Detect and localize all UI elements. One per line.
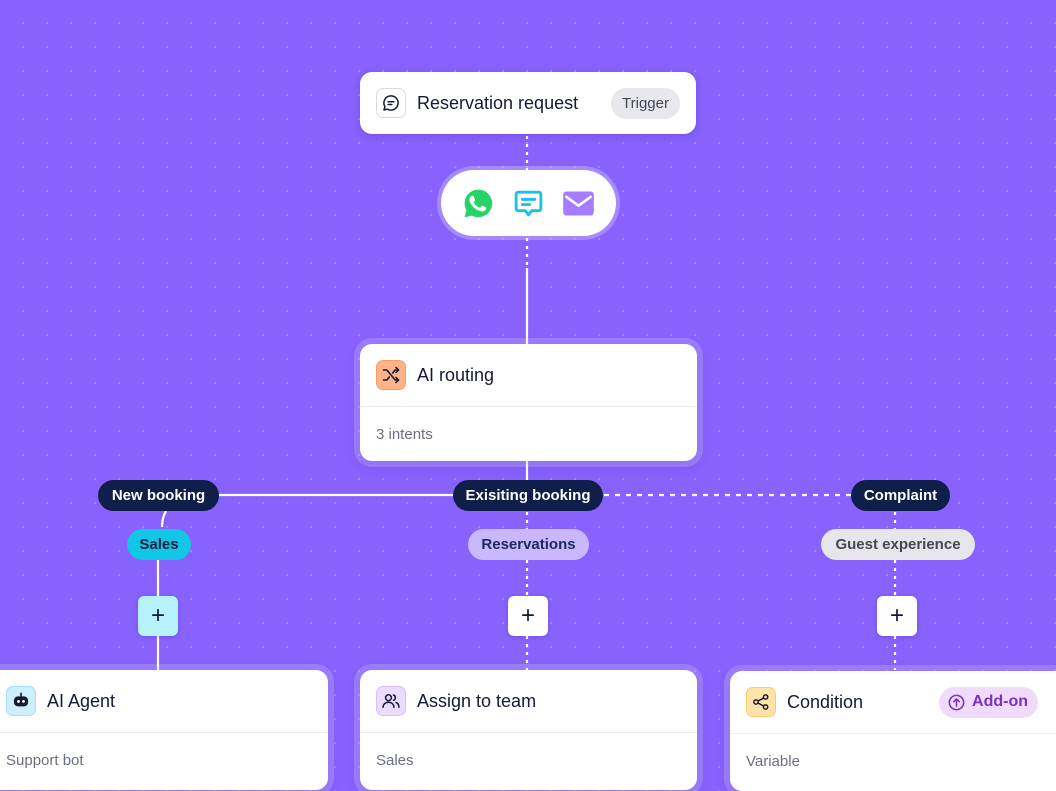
ai-agent-title: AI Agent [47, 690, 116, 711]
ai-agent-card[interactable]: AI Agent Support bot [0, 670, 328, 790]
branch-icon [746, 687, 776, 717]
add-step-button-right[interactable]: + [877, 596, 917, 636]
whatsapp-icon[interactable] [460, 185, 496, 221]
robot-icon [6, 686, 36, 716]
ai-routing-card[interactable]: AI routing 3 intents [360, 344, 697, 461]
addon-badge[interactable]: Add-on [939, 686, 1038, 718]
intent-complaint[interactable]: Complaint [851, 480, 950, 511]
team-guest-experience: Guest experience [821, 529, 975, 560]
assign-team-subtitle: Sales [360, 732, 697, 787]
shuffle-icon [376, 360, 406, 390]
condition-subtitle: Variable [730, 733, 1056, 788]
assign-team-card[interactable]: Assign to team Sales [360, 670, 697, 790]
add-step-button-left[interactable]: + [138, 596, 178, 636]
intent-existing-booking[interactable]: Exisiting booking [453, 480, 603, 511]
assign-team-title: Assign to team [417, 690, 537, 711]
condition-card[interactable]: Condition Add-on Variable [730, 671, 1056, 791]
team-icon [376, 686, 406, 716]
team-reservations: Reservations [468, 529, 589, 560]
trigger-card[interactable]: Reservation request Trigger [360, 72, 696, 134]
chat-icon[interactable] [510, 185, 546, 221]
intent-new-booking[interactable]: New booking [98, 480, 219, 511]
mail-icon[interactable] [561, 185, 597, 221]
trigger-badge: Trigger [611, 87, 680, 119]
ai-agent-subtitle: Support bot [0, 732, 328, 787]
add-step-button-middle[interactable]: + [508, 596, 548, 636]
routing-title: AI routing [417, 364, 495, 385]
routing-subtitle: 3 intents [360, 406, 697, 461]
chat-bubble-icon [376, 88, 406, 118]
arrow-up-circle-icon [948, 694, 965, 710]
team-sales: Sales [127, 529, 191, 560]
workflow-canvas: Reservation request Trigger [0, 72, 1056, 791]
condition-title: Condition [787, 691, 864, 712]
trigger-title: Reservation request [417, 92, 579, 113]
connector-left-curve [160, 510, 167, 528]
addon-label: Add-on [972, 693, 1028, 710]
channels-group [441, 170, 616, 236]
